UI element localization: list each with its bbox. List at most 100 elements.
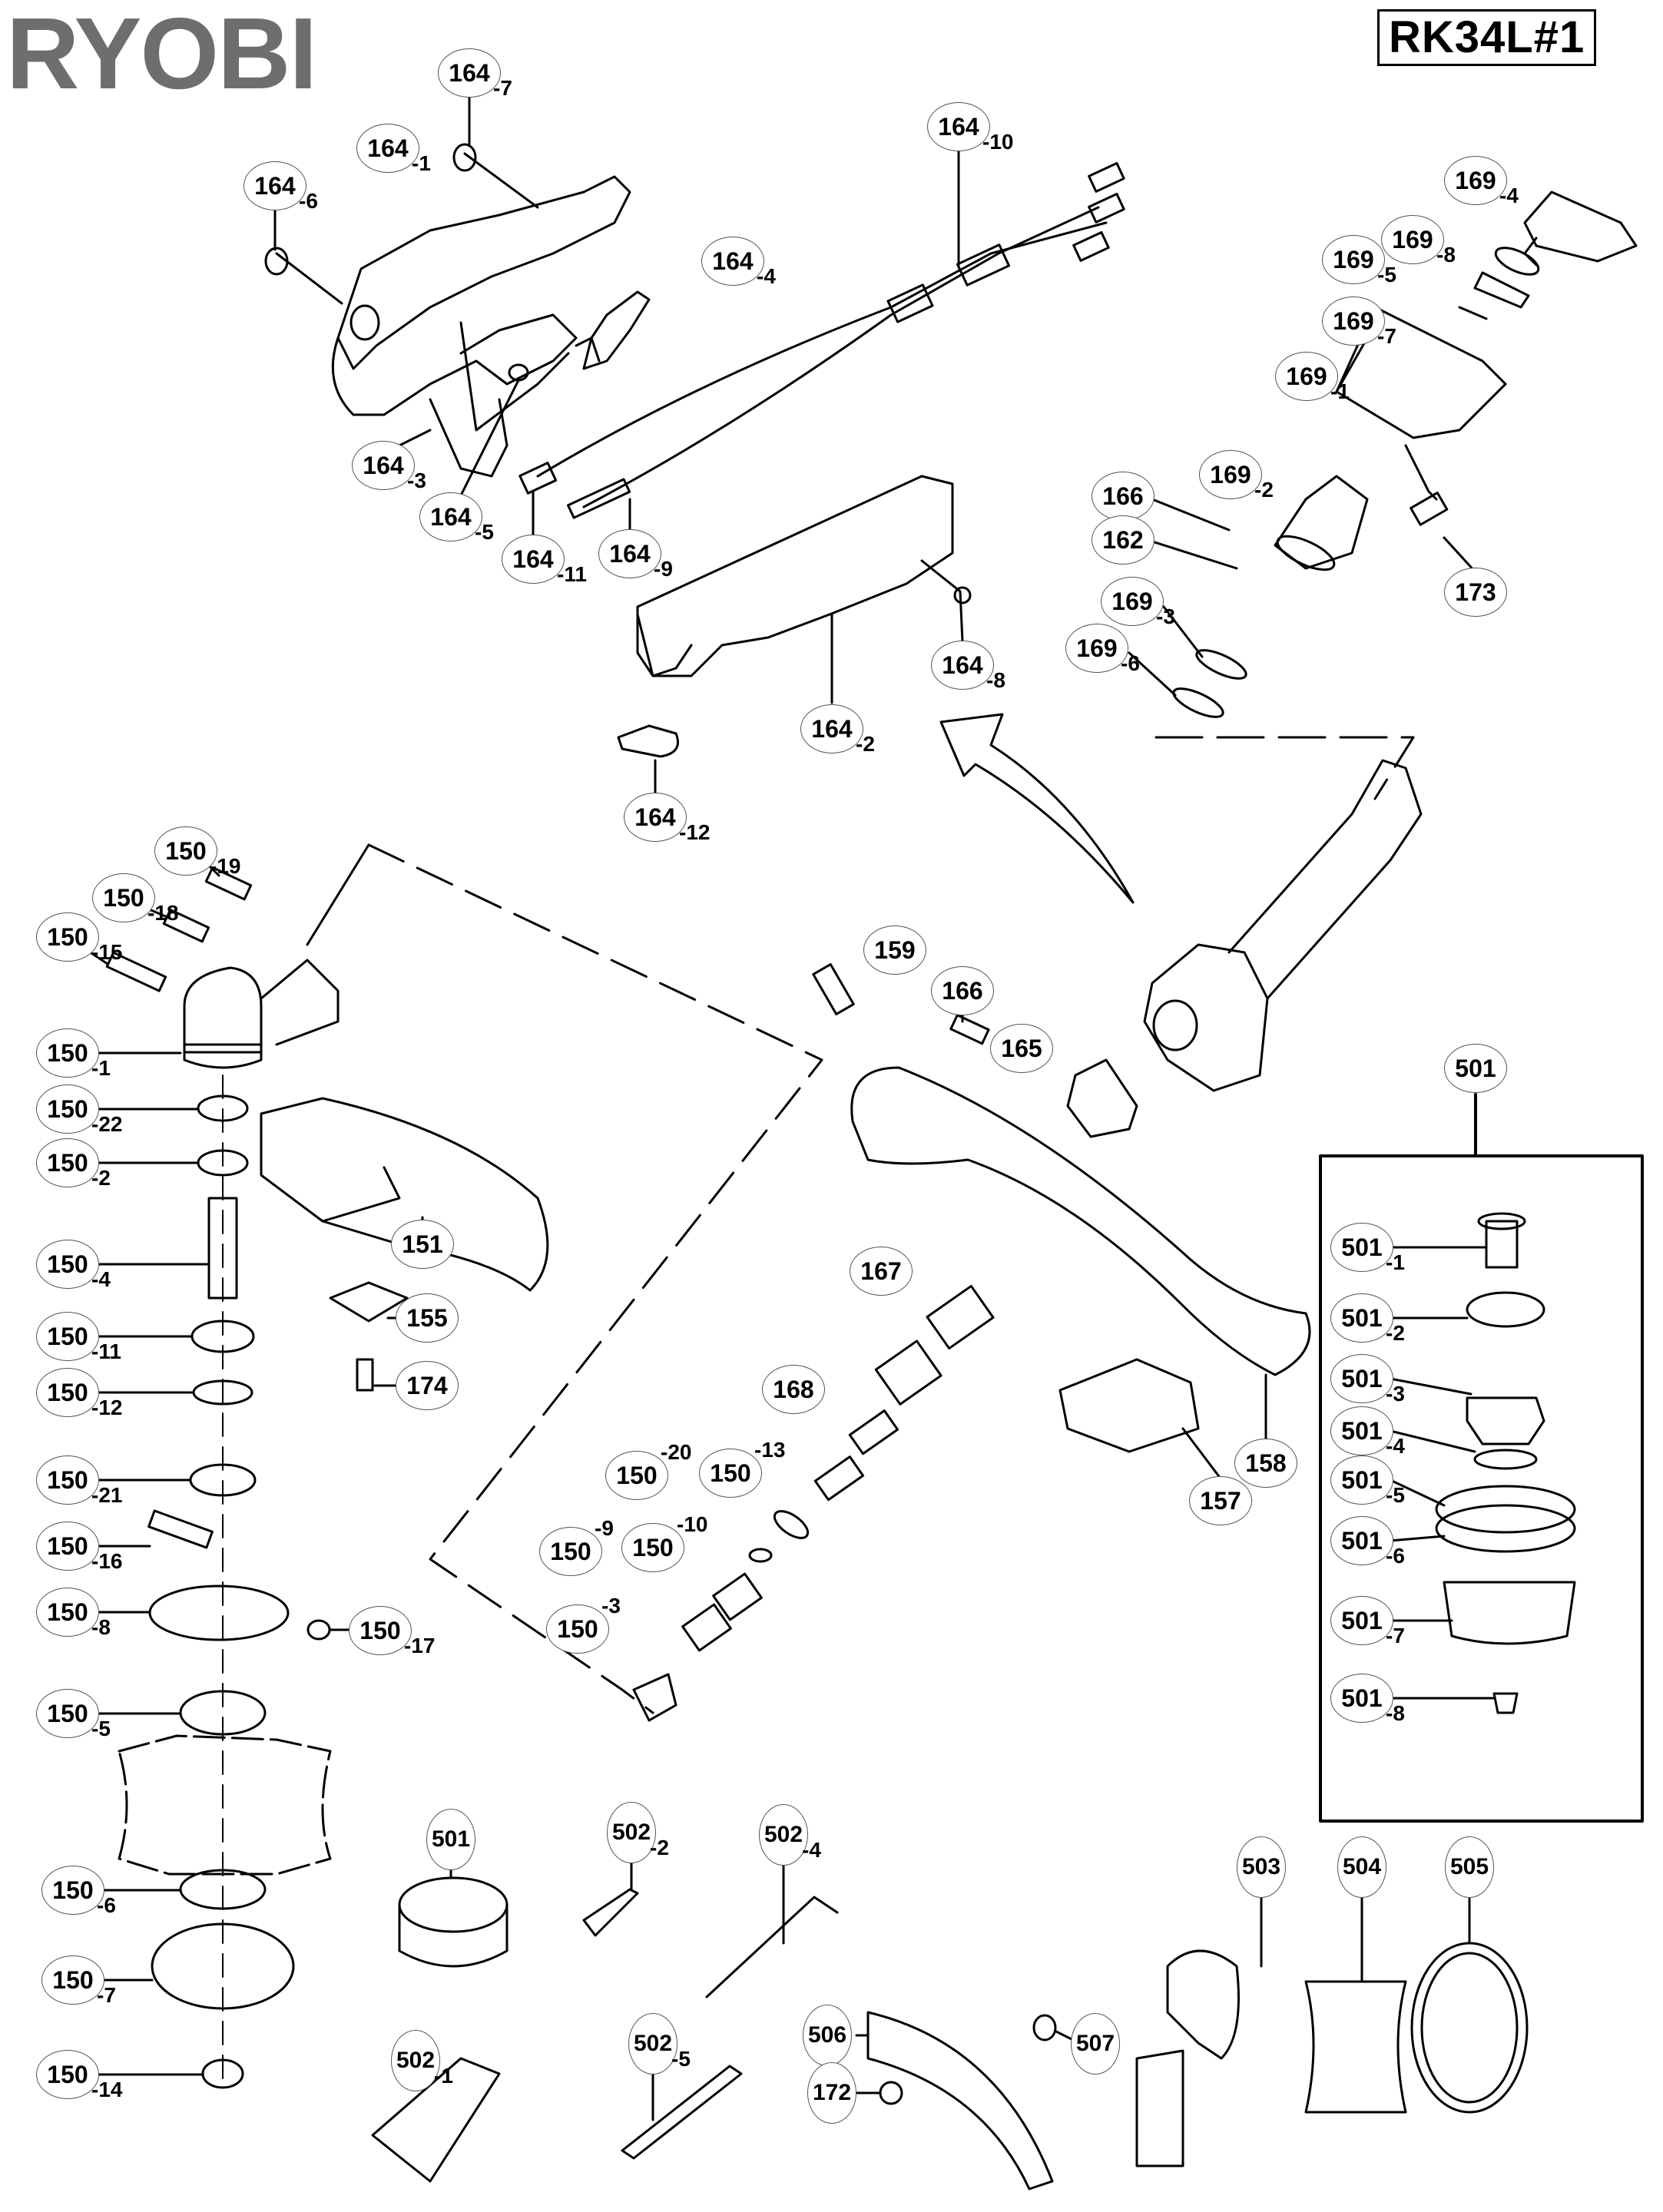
callout-164-3[interactable]: 164-3: [352, 441, 426, 492]
callout-173[interactable]: 173: [1444, 568, 1507, 617]
callout-suffix: -10: [677, 1512, 708, 1536]
callout-164-5[interactable]: 164-5: [419, 492, 494, 544]
callout-169-3[interactable]: 169-3: [1101, 577, 1175, 628]
callout-150-19[interactable]: 150-19: [154, 826, 240, 878]
callout-150-16[interactable]: 150-16: [36, 1522, 122, 1573]
callout-162[interactable]: 162: [1092, 515, 1154, 565]
callout-505[interactable]: 505: [1445, 1836, 1494, 1898]
callout-164-10[interactable]: 164-10: [927, 102, 1013, 154]
callout-suffix: -1: [1386, 1250, 1405, 1274]
callout-169-6[interactable]: 169-6: [1065, 624, 1140, 675]
callout-suffix: -9: [654, 557, 673, 581]
callout-502-5[interactable]: 502-5: [628, 2013, 691, 2075]
callout-167[interactable]: 167: [850, 1247, 913, 1296]
callout-501-7[interactable]: 501-7: [1330, 1596, 1405, 1647]
callout-172[interactable]: 172: [807, 2062, 856, 2124]
callout-number: 164: [800, 704, 863, 753]
callout-501-8[interactable]: 501-8: [1330, 1674, 1405, 1725]
callout-501-4[interactable]: 501-4: [1330, 1406, 1405, 1458]
callout-157[interactable]: 157: [1189, 1476, 1252, 1525]
callout-504[interactable]: 504: [1337, 1836, 1386, 1898]
callout-suffix: -4: [1499, 184, 1519, 207]
callout-501-3[interactable]: 501-3: [1330, 1354, 1405, 1406]
callout-164-8[interactable]: 164-8: [931, 641, 1005, 692]
callout-number: 169: [1444, 156, 1507, 205]
callout-501-2[interactable]: 501-2: [1330, 1293, 1405, 1345]
callout-150-18[interactable]: 150-18: [92, 873, 178, 925]
callout-150-14[interactable]: 150-14: [36, 2050, 122, 2101]
callout-169-2[interactable]: 169-2: [1199, 450, 1274, 502]
callout-150-3[interactable]: 150-3: [546, 1594, 621, 1654]
callout-169-5[interactable]: 169-5: [1322, 235, 1396, 286]
callout-169-7[interactable]: 169-7: [1322, 296, 1396, 348]
callout-number: 150: [605, 1451, 668, 1500]
callout-501-bottom[interactable]: 501: [426, 1809, 475, 1870]
callout-150-1[interactable]: 150-1: [36, 1028, 111, 1080]
callout-166-a[interactable]: 166: [1092, 472, 1154, 521]
callout-506[interactable]: 506: [803, 2005, 852, 2066]
callout-150-11[interactable]: 150-11: [36, 1312, 121, 1363]
callout-150-2[interactable]: 150-2: [36, 1138, 111, 1190]
callout-number: 150: [349, 1606, 412, 1655]
callout-suffix: -7: [1377, 324, 1396, 348]
callout-150-20[interactable]: 150-20: [605, 1440, 691, 1500]
callout-502-4[interactable]: 502-4: [759, 1804, 821, 1866]
callout-suffix: -19: [210, 854, 241, 878]
callout-169-1[interactable]: 169-1: [1275, 352, 1350, 403]
callout-503[interactable]: 503: [1237, 1836, 1286, 1898]
callout-number: 150: [41, 1866, 104, 1915]
callout-174[interactable]: 174: [396, 1361, 459, 1410]
callout-164-6[interactable]: 164-6: [243, 161, 318, 213]
callout-150-22[interactable]: 150-22: [36, 1084, 122, 1136]
callout-155[interactable]: 155: [396, 1293, 459, 1343]
callout-159[interactable]: 159: [863, 926, 926, 975]
callout-169-8[interactable]: 169-8: [1381, 215, 1456, 267]
callout-150-5[interactable]: 150-5: [36, 1689, 111, 1740]
callout-number: 150: [36, 1028, 99, 1078]
callout-164-2[interactable]: 164-2: [800, 704, 875, 756]
callout-150-8[interactable]: 150-8: [36, 1588, 111, 1639]
loop-handle: [850, 1066, 1311, 1442]
callout-158[interactable]: 158: [1234, 1439, 1297, 1488]
callout-164-12[interactable]: 164-12: [624, 793, 710, 844]
callout-150-9[interactable]: 150-9: [539, 1516, 614, 1576]
callout-number: 150: [36, 1368, 99, 1417]
callout-502-1[interactable]: 502-1: [391, 2030, 453, 2091]
callout-169-4[interactable]: 169-4: [1444, 156, 1519, 207]
callout-number: 150: [36, 1240, 99, 1289]
callout-501-6[interactable]: 501-6: [1330, 1516, 1405, 1568]
callout-number: 507: [1071, 2013, 1120, 2075]
callout-166-b[interactable]: 166: [931, 966, 994, 1015]
callout-number: 150: [36, 1138, 99, 1187]
callout-164-1[interactable]: 164-1: [356, 124, 431, 175]
callout-number: 501: [1330, 1223, 1393, 1272]
callout-150-21[interactable]: 150-21: [36, 1455, 122, 1507]
callout-150-13[interactable]: 150-13: [699, 1438, 785, 1498]
callout-150-4[interactable]: 150-4: [36, 1240, 111, 1291]
callout-501-5[interactable]: 501-5: [1330, 1455, 1405, 1507]
callout-165[interactable]: 165: [990, 1024, 1053, 1073]
callout-501-1[interactable]: 501-1: [1330, 1223, 1405, 1274]
callout-150-10[interactable]: 150-10: [621, 1512, 707, 1572]
callout-501-top[interactable]: 501: [1444, 1044, 1507, 1093]
callout-150-6[interactable]: 150-6: [41, 1866, 116, 1917]
callout-502-2[interactable]: 502-2: [607, 1802, 669, 1863]
callout-number: 157: [1189, 1476, 1252, 1525]
callout-164-9[interactable]: 164-9: [598, 529, 673, 581]
callout-151[interactable]: 151: [391, 1220, 454, 1269]
callout-150-12[interactable]: 150-12: [36, 1368, 122, 1419]
callout-507[interactable]: 507: [1071, 2013, 1120, 2075]
assembly-dashed-outline: [306, 843, 823, 1714]
callout-150-17[interactable]: 150-17: [349, 1606, 435, 1657]
callout-number: 169: [1275, 352, 1338, 401]
callout-number: 150: [36, 2050, 99, 2099]
callout-168[interactable]: 168: [762, 1365, 825, 1414]
callout-164-11[interactable]: 164-11: [502, 535, 587, 586]
callout-164-4[interactable]: 164-4: [701, 237, 776, 288]
cable-ends: [398, 363, 631, 539]
callout-150-7[interactable]: 150-7: [41, 1955, 116, 2007]
callout-164-7[interactable]: 164-7: [438, 48, 512, 100]
callout-150-15[interactable]: 150-15: [36, 912, 122, 964]
callout-number: 505: [1445, 1836, 1494, 1898]
handle-clamp: [1058, 1358, 1222, 1480]
